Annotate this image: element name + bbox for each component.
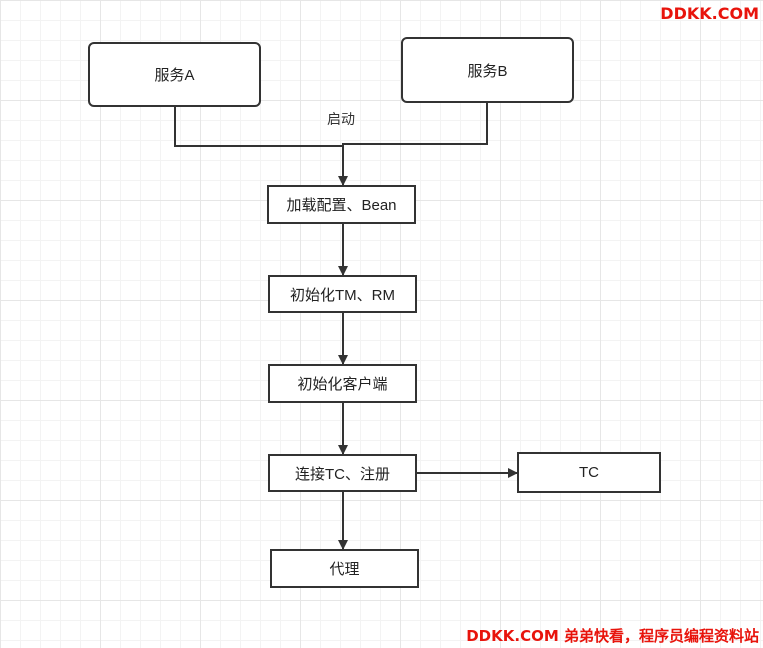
edge-label-start: 启动 <box>327 111 355 127</box>
node-init-tm-rm[interactable]: 初始化TM、RM <box>268 275 417 313</box>
node-load-config[interactable]: 加载配置、Bean <box>267 185 416 224</box>
node-init-client[interactable]: 初始化客户端 <box>268 364 417 403</box>
node-service-a[interactable]: 服务A <box>88 42 261 107</box>
node-proxy[interactable]: 代理 <box>270 549 419 588</box>
node-connect-register[interactable]: 连接TC、注册 <box>268 454 417 492</box>
connector-service-b <box>338 103 488 186</box>
node-tc[interactable]: TC <box>517 452 661 493</box>
watermark-top: DDKK.COM <box>660 4 759 23</box>
connector-service-a <box>174 107 343 147</box>
watermark-bottom: DDKK.COM 弟弟快看，程序员编程资料站 <box>466 627 759 645</box>
node-service-b[interactable]: 服务B <box>401 37 574 103</box>
